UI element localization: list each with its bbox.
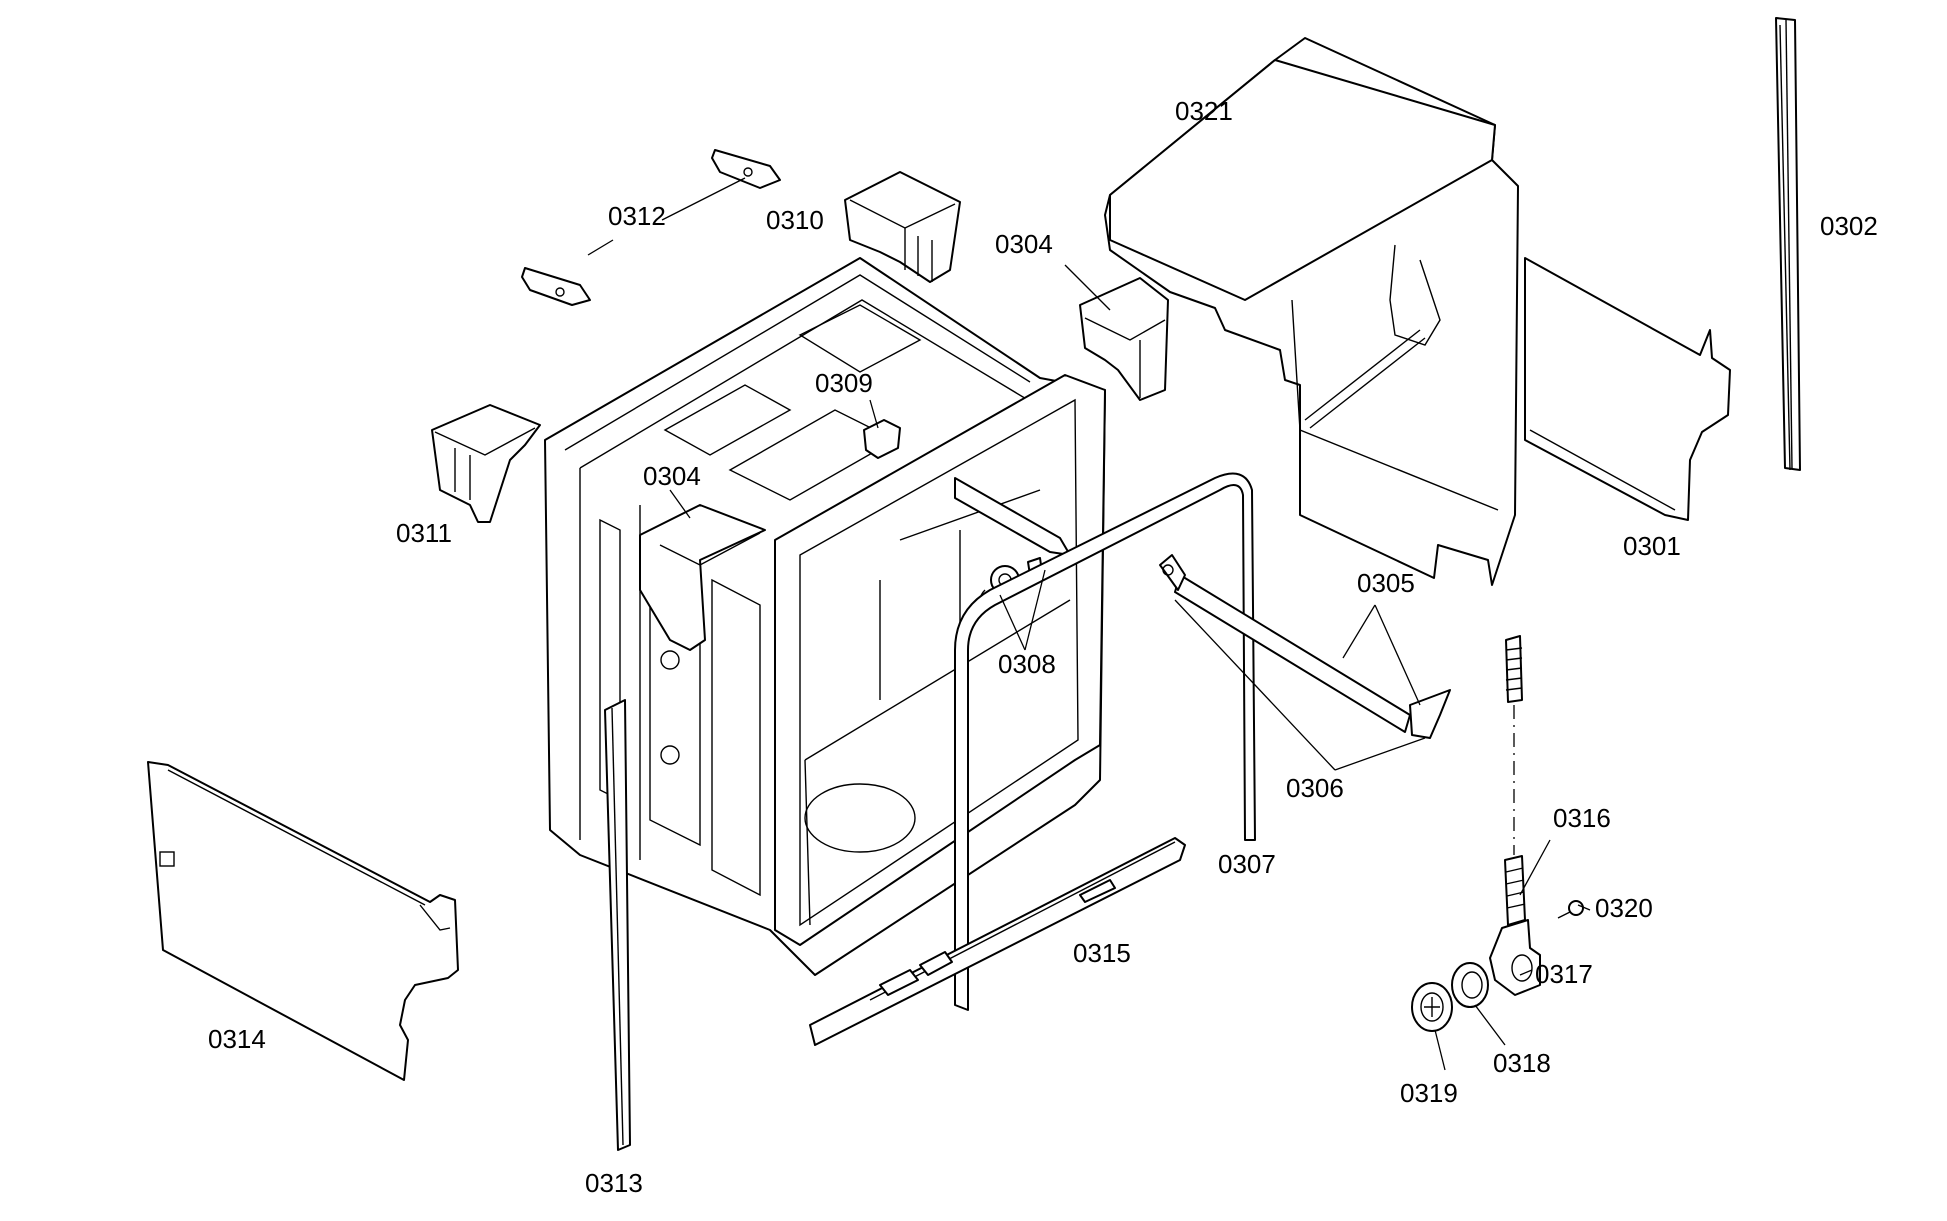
label-0305: 0305 — [1357, 568, 1415, 598]
part-0309-clip — [863, 419, 901, 459]
part-0321-insulation — [1104, 37, 1519, 586]
label-0301: 0301 — [1623, 531, 1681, 561]
label-0318: 0318 — [1493, 1048, 1551, 1078]
label-0319: 0319 — [1400, 1078, 1458, 1108]
label-0309: 0309 — [815, 368, 873, 398]
part-0304-hinge-block-tub — [639, 504, 766, 651]
part-0315-bottom-rail — [809, 837, 1186, 1046]
label-0320: 0320 — [1595, 893, 1653, 923]
label-0317: 0317 — [1535, 959, 1593, 989]
label-0304-top: 0304 — [995, 229, 1053, 259]
label-0308: 0308 — [998, 649, 1056, 679]
label-0311: 0311 — [396, 518, 452, 548]
part-0318-ring — [1451, 962, 1489, 1008]
part-0313-side-rail — [604, 699, 631, 1151]
part-0302-edge-strip — [1775, 17, 1801, 471]
part-0307-door-seal — [954, 472, 1256, 1011]
label-0315: 0315 — [1073, 938, 1131, 968]
label-0306: 0306 — [1286, 773, 1344, 803]
part-0314-base-panel — [147, 761, 459, 1081]
part-0304-hinge-block-right — [1079, 277, 1169, 401]
part-0320-screw — [1557, 900, 1584, 919]
part-0305-tube — [1159, 554, 1451, 739]
part-0301-side-panel — [1524, 257, 1731, 521]
part-labels: 0321 0302 0312 0310 0304 0309 0304 0311 … — [208, 96, 1878, 1198]
label-0313: 0313 — [585, 1168, 643, 1198]
label-0316: 0316 — [1553, 803, 1611, 833]
label-0312: 0312 — [608, 201, 666, 231]
label-0314: 0314 — [208, 1024, 266, 1054]
part-0312-brackets — [521, 149, 781, 306]
part-0317-elbow — [1489, 919, 1541, 996]
part-0310-hinge-block — [844, 171, 961, 283]
part-0316-hose — [1504, 635, 1526, 926]
label-0302: 0302 — [1820, 211, 1878, 241]
label-0321: 0321 — [1175, 96, 1233, 126]
part-tub — [544, 257, 1106, 976]
leader-lines — [587, 177, 1591, 1071]
label-0307: 0307 — [1218, 849, 1276, 879]
part-0319-cap — [1411, 982, 1453, 1032]
label-0304-mid: 0304 — [643, 461, 701, 491]
label-0310: 0310 — [766, 205, 824, 235]
part-0311-hinge-block-left — [431, 404, 541, 523]
